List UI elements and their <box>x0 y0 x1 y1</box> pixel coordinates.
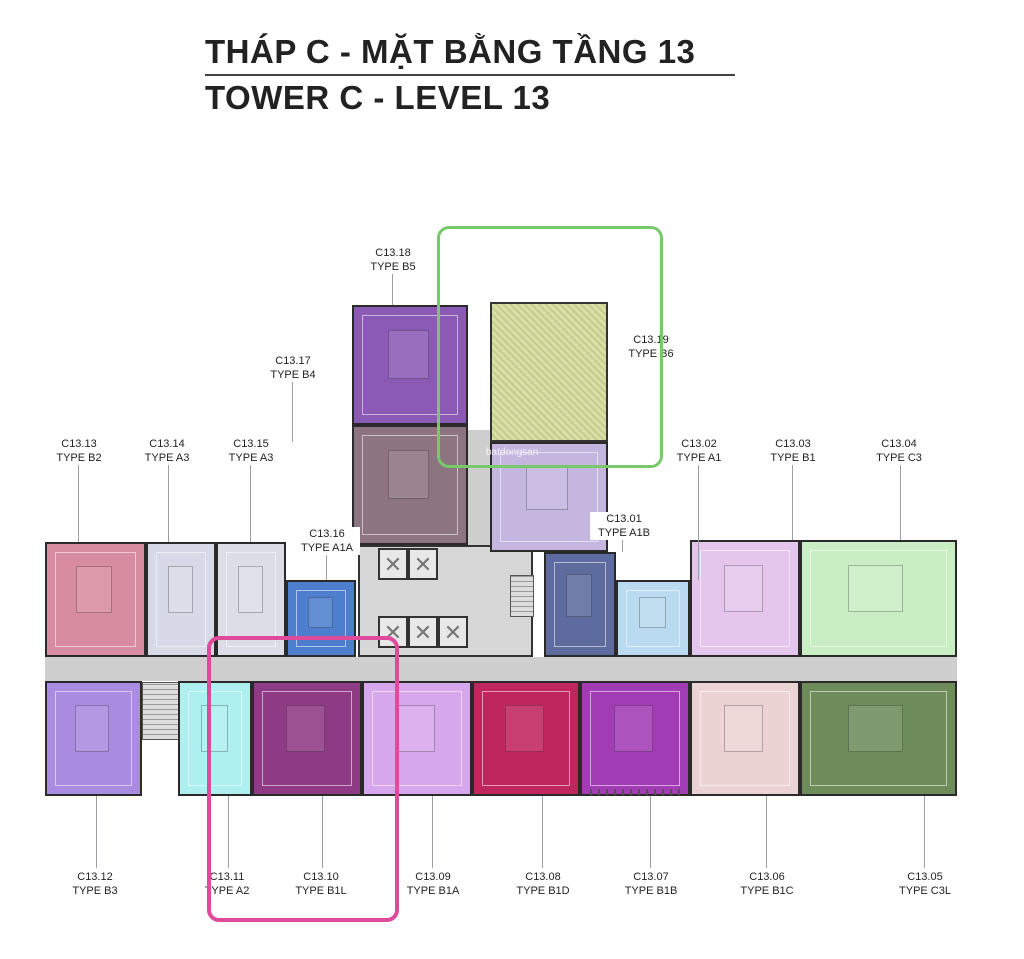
unit-c13-10[interactable] <box>252 681 362 796</box>
unit-c13-03[interactable] <box>690 540 800 657</box>
stairwell-core <box>510 575 534 617</box>
unit-c13-13[interactable] <box>45 542 146 657</box>
unit-c13-19[interactable] <box>490 302 608 442</box>
leader-c13-04 <box>900 465 901 540</box>
highlight-box-pink <box>207 636 399 922</box>
unit-c13-01-upper[interactable] <box>490 442 608 552</box>
leader-c13-01 <box>622 540 623 552</box>
unit-c13-01[interactable] <box>544 552 616 657</box>
plan-title-vietnamese: THÁP C - MẶT BẰNG TẦNG 13 <box>205 33 696 70</box>
leader-c13-18 <box>392 272 393 305</box>
leader-c13-05 <box>924 796 925 868</box>
watermark: batdongsan <box>486 447 539 458</box>
unit-c13-18[interactable] <box>352 305 468 425</box>
unit-c13-09[interactable] <box>362 681 472 796</box>
unit-c13-17[interactable] <box>352 425 468 545</box>
stairwell-west <box>142 682 182 740</box>
leader-c13-02 <box>698 465 699 580</box>
elevator-2 <box>408 548 438 580</box>
unit-c13-12[interactable] <box>45 681 142 796</box>
elevator-1 <box>378 548 408 580</box>
leader-c13-12 <box>96 796 97 868</box>
leader-c13-16 <box>326 554 327 580</box>
leader-c13-17 <box>292 382 293 442</box>
leader-c13-11 <box>228 796 229 868</box>
elevator-4 <box>408 616 438 648</box>
leader-c13-15 <box>250 465 251 542</box>
leader-c13-10 <box>322 796 323 868</box>
unit-c13-02[interactable] <box>616 580 690 657</box>
unit-c13-11[interactable] <box>178 681 252 796</box>
unit-c13-08[interactable] <box>472 681 580 796</box>
unit-c13-07[interactable] <box>580 681 690 796</box>
unit-c13-14[interactable] <box>146 542 216 657</box>
plan-title-english: TOWER C - LEVEL 13 <box>205 79 551 116</box>
leader-c13-06 <box>766 796 767 868</box>
leader-c13-07 <box>650 796 651 868</box>
unit-c13-16[interactable] <box>286 580 356 657</box>
main-corridor <box>45 657 957 681</box>
balcony-c13-07 <box>590 789 680 795</box>
highlight-box-green <box>437 226 663 468</box>
leader-c13-09 <box>432 796 433 868</box>
title-underline <box>205 74 735 76</box>
leader-c13-13 <box>78 465 79 542</box>
unit-c13-04[interactable] <box>800 540 957 657</box>
leader-c13-08 <box>542 796 543 868</box>
leader-c13-03 <box>792 465 793 540</box>
unit-c13-06[interactable] <box>690 681 800 796</box>
unit-c13-05[interactable] <box>800 681 957 796</box>
leader-c13-14 <box>168 465 169 542</box>
elevator-5 <box>438 616 468 648</box>
